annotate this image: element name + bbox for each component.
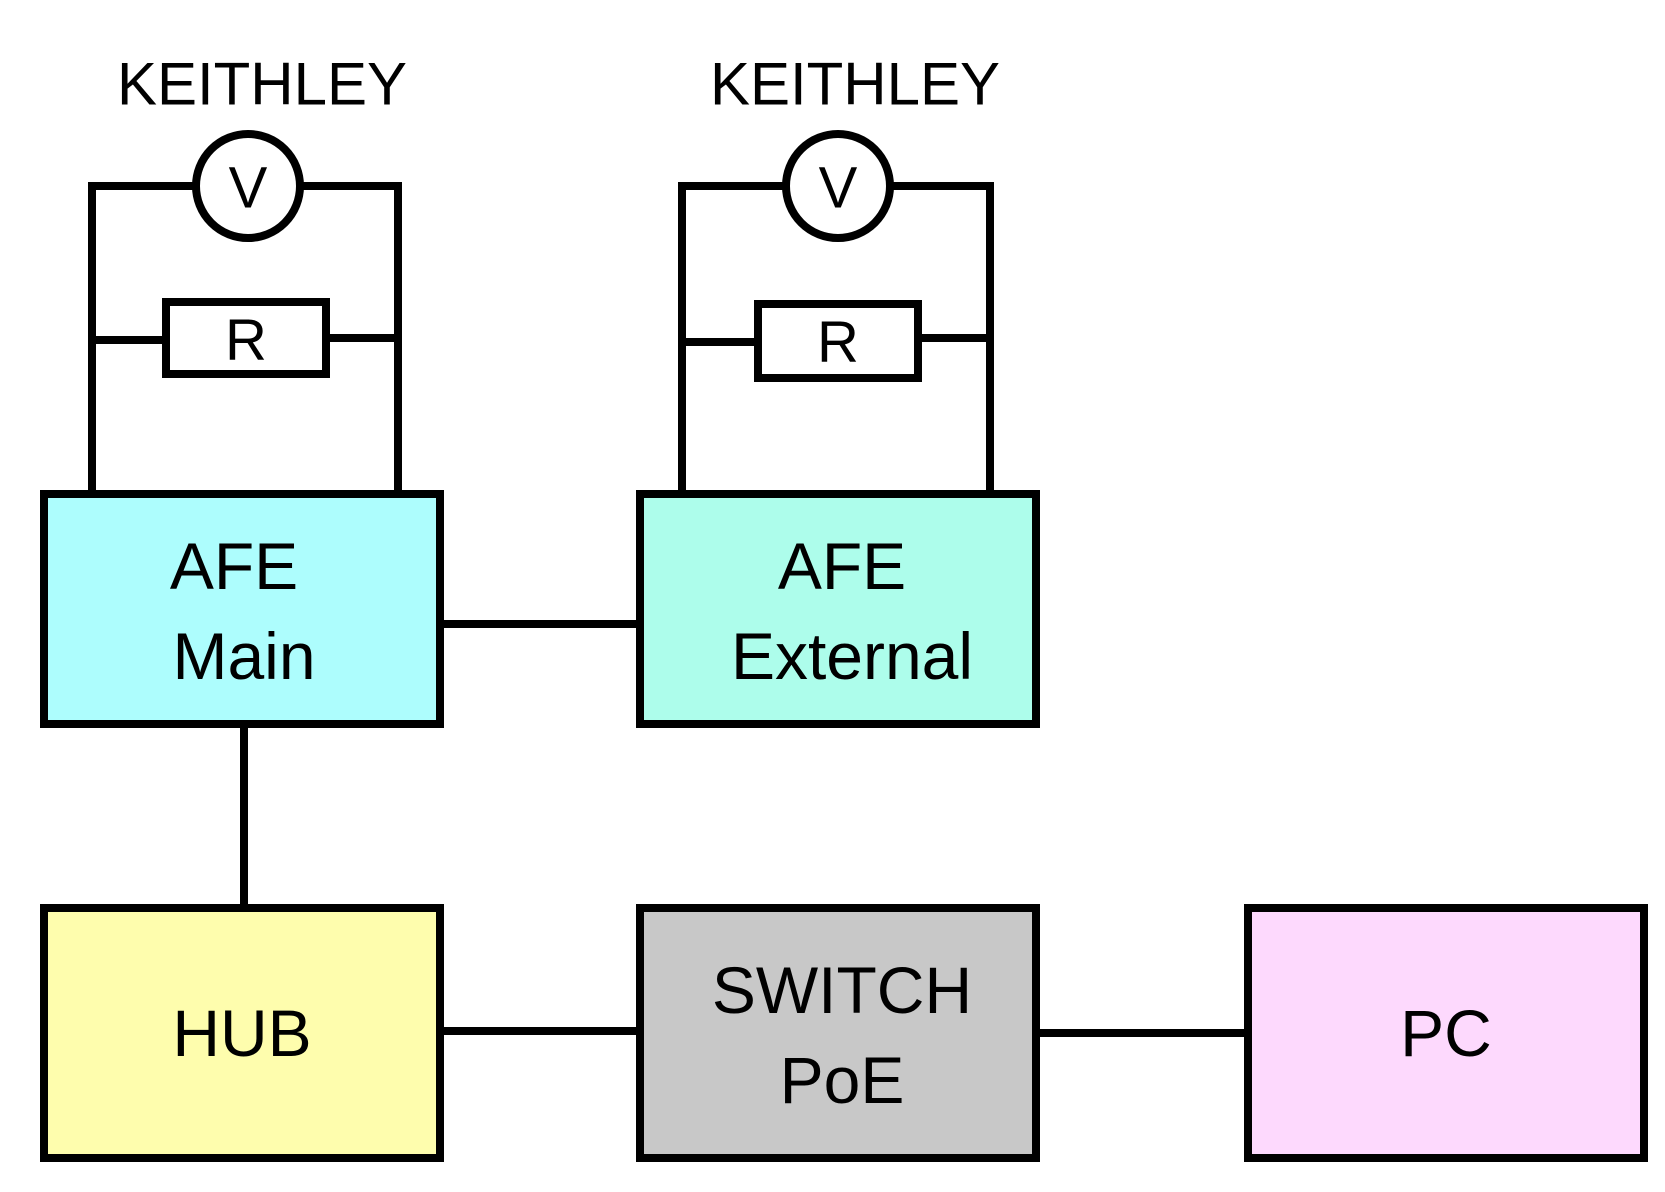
pc-node: PC [1244, 904, 1648, 1162]
afe-external-box [636, 490, 1040, 728]
afe-external-line1: AFE [778, 529, 906, 603]
resistor-right-symbol-label: R [817, 310, 859, 375]
keithley-right-loop-wire [678, 182, 994, 494]
voltmeter-right-symbol [782, 130, 894, 242]
hub-label: HUB [172, 996, 311, 1070]
afe-external-line2: External [731, 619, 973, 693]
afe-main-box [40, 490, 444, 728]
voltmeter-left-symbol-label: V [229, 156, 268, 221]
afe-main-line1: AFE [170, 529, 298, 603]
switch-node: SWITCH PoE [636, 904, 1040, 1162]
keithley-left-loop-wire [88, 182, 402, 494]
hub-node: HUB [40, 904, 444, 1162]
switch-line2: PoE [780, 1043, 905, 1117]
resistor-right-symbol [754, 300, 922, 382]
resistor-left-symbol [162, 298, 330, 378]
hub-box [40, 904, 444, 1162]
afe-main-node: AFE Main [40, 490, 444, 728]
keithley-left-label: KEITHLEY [117, 51, 407, 118]
resistor-left-symbol-label: R [225, 308, 267, 373]
keithley-right: KEITHLEY V R [678, 51, 1000, 494]
voltmeter-left-symbol [192, 130, 304, 242]
keithley-left: KEITHLEY V R [88, 51, 407, 494]
voltmeter-right-symbol-label: V [819, 156, 858, 221]
afe-external-node: AFE External [636, 490, 1040, 728]
switch-box [636, 904, 1040, 1162]
pc-box [1244, 904, 1648, 1162]
keithley-right-label: KEITHLEY [710, 51, 1000, 118]
pc-label: PC [1400, 996, 1492, 1070]
switch-line1: SWITCH [712, 953, 972, 1027]
afe-main-line2: Main [172, 619, 315, 693]
